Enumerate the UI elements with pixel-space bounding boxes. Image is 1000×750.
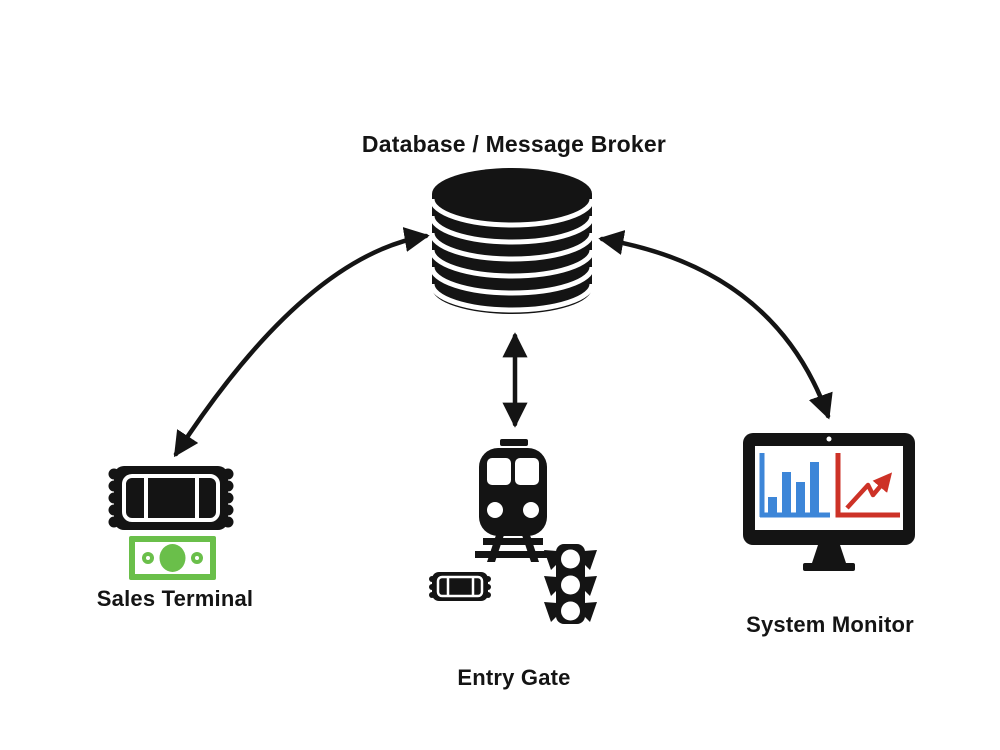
database-icon: [429, 168, 595, 314]
small-ticket-icon: [429, 572, 491, 601]
monitor-base: [803, 563, 855, 571]
arrow-system-monitor-broker: [598, 230, 833, 420]
train-icon: [475, 439, 551, 562]
monitor-icon: [743, 433, 915, 571]
sales-terminal-label: Sales Terminal: [96, 586, 254, 611]
broker-label: Database / Message Broker: [361, 131, 667, 157]
arrow-sales-terminal-broker: [173, 227, 430, 458]
entry-gate-label: Entry Gate: [457, 665, 571, 690]
broker-node: [429, 166, 595, 316]
train-tracks: [475, 532, 551, 562]
webcam-dot-icon: [826, 436, 832, 442]
line-chart-icon: [835, 453, 900, 518]
ticket-perforated-edge: [108, 468, 234, 528]
traffic-light-visors: [544, 550, 597, 622]
ticket-icon: [108, 466, 234, 530]
bar-chart-icon: [759, 453, 830, 518]
monitor-stand: [812, 545, 846, 563]
traffic-light-icon: [544, 544, 597, 624]
system-monitor-label: System Monitor: [746, 612, 914, 637]
money-bill-icon: [129, 536, 216, 580]
